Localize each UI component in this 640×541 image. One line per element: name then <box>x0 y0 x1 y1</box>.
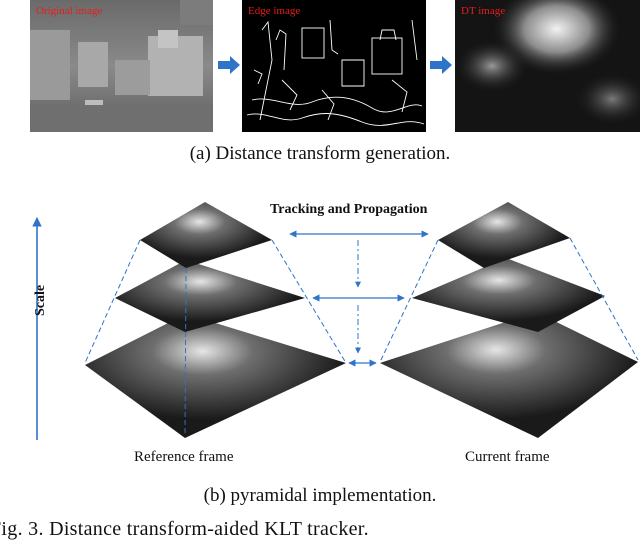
original-image-label: Original image <box>36 5 103 17</box>
panel-a-caption: (a) Distance transform generation. <box>189 143 451 164</box>
dt-image-label: DT image <box>461 5 506 17</box>
current-frame-label: Current frame <box>465 449 550 465</box>
arrow-right-icon <box>218 56 240 79</box>
dt-image <box>455 0 640 132</box>
reference-pyramid <box>84 202 347 438</box>
figure-caption: Fig. 3. Distance transform-aided KLT tra… <box>0 518 369 540</box>
edge-image <box>242 0 426 132</box>
pyramid-diagram <box>0 195 640 445</box>
original-image <box>30 0 213 132</box>
arrow-right-icon <box>430 56 452 79</box>
panel-b-caption: (b) pyramidal implementation. <box>203 485 437 506</box>
edge-image-label: Edge image <box>248 5 301 17</box>
reference-frame-label: Reference frame <box>134 449 234 465</box>
current-pyramid <box>379 202 639 438</box>
tracking-heading: Tracking and Propagation <box>270 202 428 217</box>
scale-label: Scale <box>33 284 48 316</box>
